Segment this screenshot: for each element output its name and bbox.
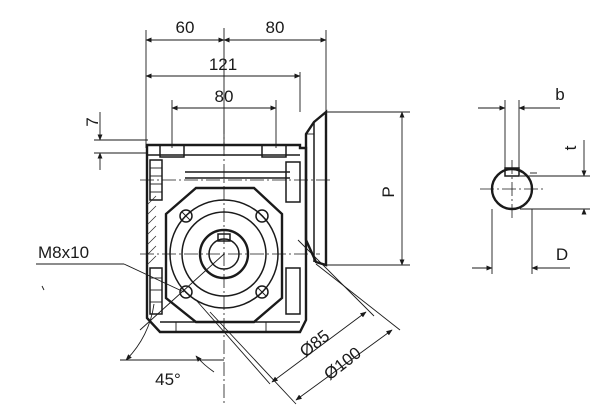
dim-dia-85: Ø85	[296, 326, 333, 361]
callout-m8x10: M8x10	[38, 243, 89, 262]
dim-121: 121	[209, 55, 237, 74]
diameter-dimensions	[195, 239, 401, 405]
d-dimension	[472, 209, 570, 274]
dim-dia-100: Ø100	[320, 343, 364, 384]
dim-p: P	[379, 186, 398, 197]
dim-7: 7	[83, 117, 102, 126]
shaft-section	[480, 160, 545, 218]
housing-hatching	[146, 195, 157, 266]
center-lines	[140, 120, 330, 405]
input-flange	[304, 109, 328, 267]
bolt-holes	[179, 209, 269, 299]
p-dimension	[326, 111, 410, 266]
top-dimensions	[145, 28, 327, 150]
thread-callout	[36, 263, 185, 293]
dim-t: t	[561, 145, 580, 150]
dim-80-top: 80	[266, 18, 285, 37]
dim-b: b	[555, 85, 564, 104]
dim-d: D	[556, 245, 568, 264]
speck-mark	[41, 285, 45, 291]
b-dimension	[478, 100, 560, 168]
angle-dimension	[120, 253, 225, 373]
dim-45-deg: 45°	[155, 370, 181, 389]
dim-60: 60	[176, 18, 195, 37]
left-offset-dimension	[94, 112, 148, 170]
dim-80-inner: 80	[215, 87, 234, 106]
